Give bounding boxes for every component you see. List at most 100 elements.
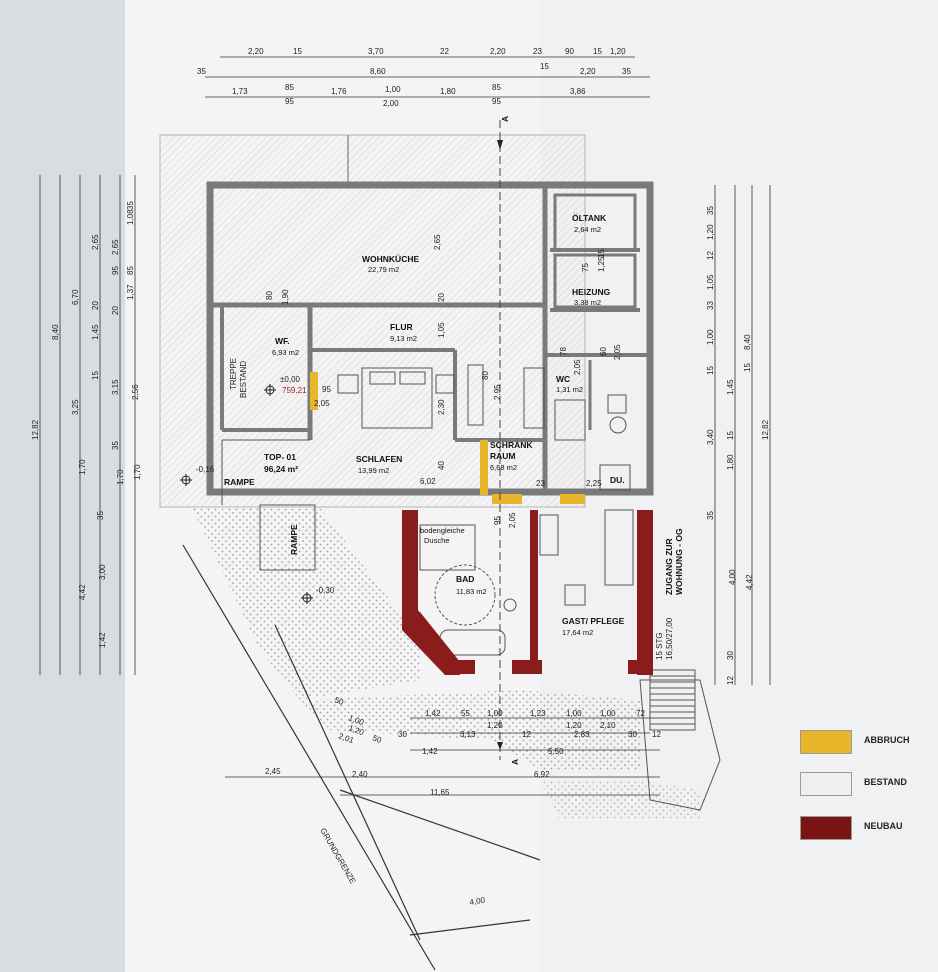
room-gast-area: 17,64 m2: [562, 628, 593, 637]
room-schrankraum-2: RAUM: [490, 451, 516, 461]
room-schrankraum-1: SCHRANK: [490, 440, 533, 450]
existing-base: [159, 134, 586, 508]
section-label-top: A: [500, 116, 510, 122]
dim-right-10: 3,40: [706, 429, 715, 445]
room-flur: FLUR: [390, 322, 413, 332]
dim-inner-4: 20: [437, 293, 446, 302]
stairs: [649, 669, 696, 731]
dim-top-22: 85: [492, 83, 501, 92]
dim-left-13: 1,45: [91, 324, 100, 340]
dim-inner-22: 2,05: [573, 359, 582, 375]
dim-left-23: 4,42: [78, 584, 87, 600]
dim-top-23: 95: [492, 97, 501, 106]
room-wohnkueche-area: 22,79 m2: [368, 265, 399, 274]
dim-bot-5: 1,23: [530, 709, 546, 718]
room-oeltank-area: 2,64 m2: [574, 225, 601, 234]
dim-top-16: 85: [285, 83, 294, 92]
dim-right-18: 8,40: [743, 334, 752, 350]
dim-top-21: 1,80: [440, 87, 456, 96]
dim-top-24: 3,86: [570, 87, 586, 96]
dim-inner-8: 2,30: [437, 399, 446, 415]
dim-bot-10: 72: [636, 709, 645, 718]
dim-top-5: 2,20: [490, 47, 506, 56]
dim-left-5: 35: [126, 201, 135, 210]
dim-left-2: 8,40: [51, 324, 60, 340]
dim-bot-6: 1,00: [566, 709, 582, 718]
section-arrow-bottom: [497, 742, 503, 750]
dim-inner-13: 23: [536, 479, 545, 488]
level-marker-icon: [180, 384, 313, 604]
dim-right-15: 4,42: [745, 574, 754, 590]
dim-bot-13: 12: [522, 730, 531, 739]
room-wf: WF.: [275, 336, 290, 346]
dim-right-2: 1,20: [706, 224, 715, 240]
dim-left-9: 85: [126, 266, 135, 275]
level-016: -0,16: [196, 465, 215, 474]
label-stg-1: 15 STG: [655, 632, 664, 660]
dim-left-24: 3,00: [98, 564, 107, 580]
level-red: 759,21: [282, 386, 307, 395]
dim-bot-2: 55: [461, 709, 470, 718]
room-wc-area: 1,31 m2: [556, 385, 583, 394]
legend-neubau: NEUBAU: [800, 816, 930, 840]
legend-bestand: BESTAND: [800, 772, 930, 796]
bottom-dims: 1,42 55 1,00 1,20 1,23 1,00 1,20 1,00 2,…: [265, 695, 661, 797]
dim-right-17: 30: [726, 651, 735, 660]
room-bad: BAD: [456, 574, 474, 584]
dim-top-17: 95: [285, 97, 294, 106]
dim-bot-1: 1,42: [425, 709, 441, 718]
dim-top-3: 3,70: [368, 47, 384, 56]
legend-swatch-abbruch: [800, 730, 852, 754]
dim-inner-17: 75: [581, 263, 590, 272]
dim-top-6: 23: [533, 47, 542, 56]
dim-left-10: 20: [91, 301, 100, 310]
ramp: [221, 439, 316, 571]
dim-inner-10: 2,95: [493, 384, 502, 400]
dim-inner-12: 6,02: [420, 477, 436, 486]
property-boundary: [182, 544, 541, 971]
dim-right-5: 33: [706, 301, 715, 310]
dim-left-3: 6,70: [71, 289, 80, 305]
dim-inner-3: 2,65: [433, 234, 442, 250]
label-rampe: RAMPE: [224, 477, 255, 487]
dim-bot-22: 11,65: [430, 788, 450, 797]
dim-inner-20: 78: [559, 347, 568, 356]
dim-left-12: 20: [111, 306, 120, 315]
dim-top-11: 8,60: [370, 67, 386, 76]
label-du: DU.: [610, 475, 625, 485]
dimension-lines: [39, 56, 771, 796]
dim-bot-4: 1,20: [487, 721, 503, 730]
inner-dims: 1,90 80 2,65 20 1,05 95 2,05 2,30 80 2,9…: [265, 234, 622, 528]
room-schrankraum-area: 6,68 m2: [490, 463, 517, 472]
room-gast: GAST/ PFLEGE: [562, 616, 625, 626]
left-dims: 12,82 8,40 6,70 2,65 35 1,08 2,65 95 85 …: [31, 201, 142, 648]
dim-top-2: 15: [293, 47, 302, 56]
dim-right-11: 15: [726, 431, 735, 440]
dim-bot-12: 3,13: [460, 730, 476, 739]
dim-top-9: 1,20: [610, 47, 626, 56]
dim-left-1: 12,82: [31, 419, 40, 440]
dim-inner-19: 15: [597, 249, 606, 258]
dim-bot-26: 50: [371, 733, 383, 745]
dim-left-14: 15: [91, 371, 100, 380]
room-oeltank: ÖLTANK: [572, 213, 607, 223]
room-flur-area: 9,13 m2: [390, 334, 417, 343]
paper-fold-left: [0, 0, 125, 972]
dim-top-1: 2,20: [248, 47, 264, 56]
legend-label-neubau: NEUBAU: [864, 821, 903, 831]
dim-bot-23: 50: [333, 695, 345, 707]
dim-top-14: 35: [622, 67, 631, 76]
room-heizung-area: 3,38 m2: [574, 298, 601, 307]
dim-right-3: 12: [706, 251, 715, 260]
legend-abbruch: ABBRUCH: [800, 730, 930, 754]
dim-bot-9: 2,10: [600, 721, 616, 730]
dim-top-4: 22: [440, 47, 449, 56]
label-treppe: TREPPE: [229, 358, 238, 390]
dim-inner-6: 95: [322, 385, 331, 394]
dim-bot-21: 6,92: [534, 770, 550, 779]
label-zugang-2: WOHNUNG - OG: [674, 528, 684, 595]
legend-swatch-neubau: [800, 816, 852, 840]
dim-left-22: 1,70: [133, 464, 142, 480]
dim-right-13: 35: [706, 511, 715, 520]
